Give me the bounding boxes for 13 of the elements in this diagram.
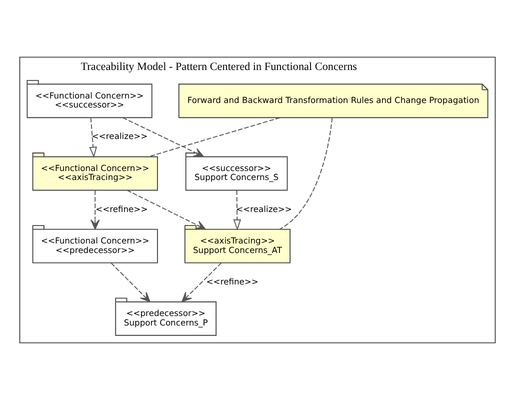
- edge-label: <<realize>>: [92, 131, 148, 142]
- connector: [279, 117, 333, 230]
- arrow: [122, 117, 204, 158]
- edge-label: <<realize>>: [236, 204, 292, 214]
- edge-label: <<refine>>: [206, 276, 258, 286]
- arrow: [110, 262, 150, 302]
- connector: [148, 117, 280, 158]
- arrow: [126, 190, 206, 230]
- arrow: [233, 190, 242, 231]
- arrow: [182, 262, 222, 302]
- arrow: [89, 117, 97, 158]
- edge-label: <<refine>>: [96, 204, 148, 214]
- arrow: [90, 190, 100, 230]
